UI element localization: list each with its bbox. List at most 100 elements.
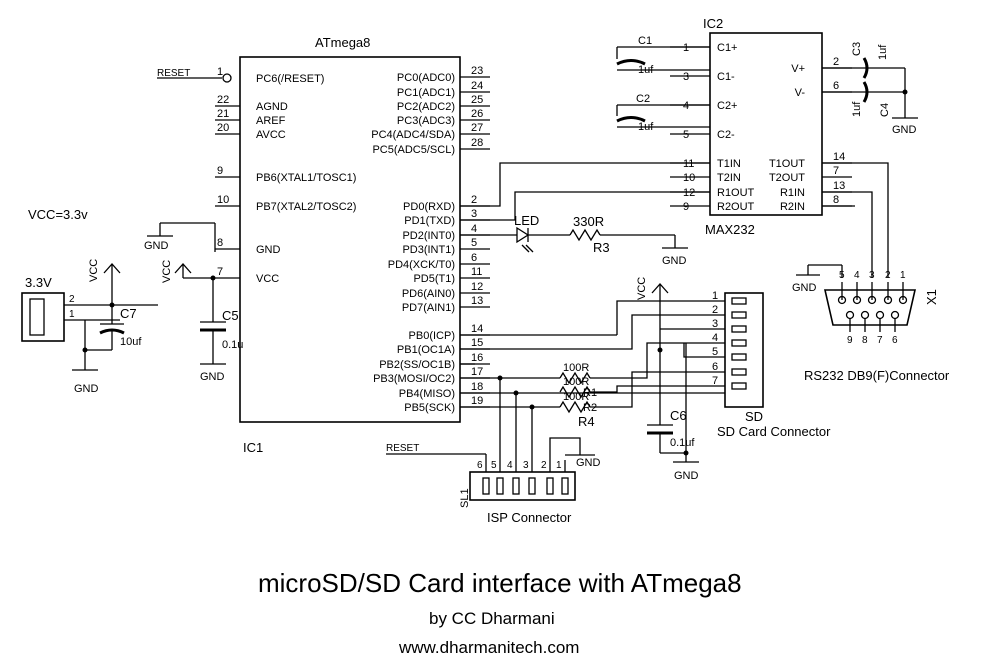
gnd-label-isp: GND — [576, 457, 601, 469]
footer-title: microSD/SD Card interface with ATmega8 — [258, 568, 742, 598]
r-100-b: 100R — [563, 376, 589, 388]
db9-top-pin-num: 3 — [869, 270, 875, 281]
ic2-ref: IC2 — [703, 16, 723, 31]
isp-pin-num: 3 — [523, 460, 529, 471]
max232-left-pin-name: T2IN — [717, 172, 741, 184]
max232-left-pin-num: 4 — [683, 100, 689, 112]
power-pin-1: 1 — [69, 309, 75, 320]
atmega-right-pin-name: PC0(ADC0) — [397, 72, 455, 84]
atmega-right-pin-name: PD0(RXD) — [403, 201, 455, 213]
atmega-right-pin-name: PD1(TXD) — [404, 215, 455, 227]
sd-pin-num: 7 — [712, 375, 718, 387]
c7-label: C7 — [120, 306, 137, 321]
c6-label: C6 — [670, 408, 687, 423]
sd-pin-num: 6 — [712, 361, 718, 373]
isp-pin-num: 2 — [541, 460, 547, 471]
db9-top-pin-num: 4 — [854, 270, 860, 281]
gnd-label-led: GND — [662, 255, 687, 267]
atmega-right-pin-name: PC4(ADC4/SDA) — [371, 129, 455, 141]
vcc-label-2: VCC — [161, 260, 173, 283]
c5-label: C5 — [222, 308, 239, 323]
db9-top-pin-num: 2 — [885, 270, 891, 281]
max232-left-pin-num: 12 — [683, 187, 695, 199]
max232-right-pin-name: R1IN — [780, 187, 805, 199]
max232-left-pin-num: 3 — [683, 71, 689, 83]
db9-bottom-pin-num: 6 — [892, 335, 898, 346]
c7-value: 10uf — [120, 336, 142, 348]
atmega-right-pin-name: PB0(ICP) — [409, 330, 455, 342]
db9-top-pin-num: 5 — [839, 270, 845, 281]
atmega-left-pin-name: AVCC — [256, 129, 286, 141]
reset-label: RESET — [157, 68, 190, 79]
r2-label: R2 — [583, 402, 597, 414]
c2-value: 1uf — [638, 121, 654, 133]
atmega-right-pin-name: PC2(ADC2) — [397, 101, 455, 113]
atmega-right-pin-num: 11 — [471, 266, 482, 278]
max232-left-pin-name: C2+ — [717, 100, 738, 112]
max232-right-pin-num: 14 — [833, 151, 845, 163]
r3-label: R3 — [593, 240, 610, 255]
c6-value: 0.1uf — [670, 437, 695, 449]
gnd-label-c7: GND — [74, 383, 99, 395]
atmega-right-pin-num: 5 — [471, 237, 477, 249]
atmega-left-pin-num: 9 — [217, 165, 223, 177]
gnd-label-c5: GND — [200, 371, 225, 383]
max232-left-pin-num: 11 — [683, 158, 694, 170]
gnd-label-pin8: GND — [144, 240, 169, 252]
r-100-c: 100R — [563, 391, 589, 403]
max232-right-pin-num: 2 — [833, 56, 839, 68]
max232-right-pin-num: 8 — [833, 194, 839, 206]
atmega-right-pin-num: 25 — [471, 94, 483, 106]
max232-left-pin-num: 9 — [683, 201, 689, 213]
atmega-right-pin-name: PD5(T1) — [413, 273, 455, 285]
sd-pin-num: 5 — [712, 346, 718, 358]
atmega-right-pin-num: 14 — [471, 323, 483, 335]
atmega-right-pin-name: PD6(AIN0) — [402, 288, 455, 300]
atmega-right-pin-num: 28 — [471, 137, 483, 149]
vcc-label-3: VCC — [636, 277, 648, 300]
atmega-right-pin-num: 13 — [471, 295, 483, 307]
max232-left-pin-num: 1 — [683, 42, 689, 54]
reset-pin-bubble — [222, 73, 232, 83]
sd-pin-num: 2 — [712, 304, 718, 316]
max232-right-pin-name: T1OUT — [769, 158, 805, 170]
atmega-left-pin-num: 8 — [217, 237, 223, 249]
c4-value: 1uf — [851, 101, 863, 117]
atmega-right-pin-num: 12 — [471, 281, 483, 293]
isp-connector — [469, 471, 576, 501]
sd-pin-num: 4 — [712, 332, 718, 344]
db9-name: RS232 DB9(F)Connector — [804, 368, 950, 383]
atmega-right-pin-num: 2 — [471, 194, 477, 206]
sd-ref: SD — [745, 409, 763, 424]
max232-right-pin-name: V- — [795, 87, 806, 99]
atmega-left-pin-num: 21 — [217, 108, 229, 120]
isp-ref: SL1 — [459, 488, 471, 508]
c2-label: C2 — [636, 93, 650, 105]
atmega-right-pin-name: PC1(ADC1) — [397, 87, 455, 99]
isp-pin-num: 1 — [556, 460, 562, 471]
atmega8-left-pins: 1PC6(/RESET)22AGND21AREF20AVCC9PB6(XTAL1… — [215, 66, 356, 285]
atmega-right-pin-name: PC5(ADC5/SCL) — [372, 144, 455, 156]
atmega-right-pin-num: 4 — [471, 223, 477, 235]
r1-label: R1 — [583, 387, 597, 399]
reset-label-isp: RESET — [386, 443, 419, 454]
atmega-right-pin-name: PD3(INT1) — [402, 244, 455, 256]
max232-right-pin-num: 7 — [833, 165, 839, 177]
max232-left-pin-name: R1OUT — [717, 187, 755, 199]
atmega-right-pin-num: 23 — [471, 65, 483, 77]
db9-bottom-pin-num: 9 — [847, 335, 853, 346]
atmega8-name: ATmega8 — [315, 35, 370, 50]
isp-pin-num: 6 — [477, 460, 483, 471]
atmega-right-pin-name: PB1(OC1A) — [397, 344, 455, 356]
footer-author: by CC Dharmani — [429, 609, 555, 628]
max232-left-pin-name: R2OUT — [717, 201, 755, 213]
atmega-right-pin-num: 27 — [471, 122, 483, 134]
atmega-right-pin-name: PD2(INT0) — [402, 230, 455, 242]
atmega-right-pin-num: 19 — [471, 395, 483, 407]
max232-left-pin-name: T1IN — [717, 158, 741, 170]
c1-value: 1uf — [638, 64, 654, 76]
